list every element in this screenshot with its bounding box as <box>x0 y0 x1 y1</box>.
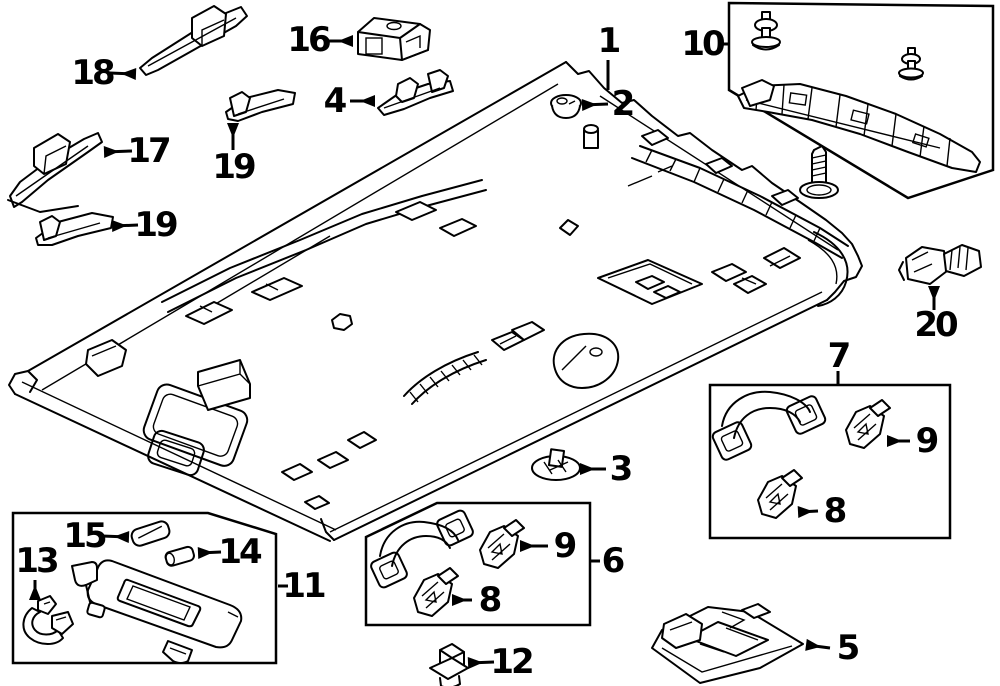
callout-3[interactable]: 3 <box>609 449 634 489</box>
callout-9-box6[interactable]: 9 <box>553 526 578 566</box>
part-15-drawing <box>130 520 171 547</box>
roof-rail-bracket-drawing <box>737 79 981 173</box>
grab-handle-drawing <box>711 390 827 461</box>
callout-14[interactable]: 14 <box>218 532 262 572</box>
callout-1[interactable]: 1 <box>597 21 622 61</box>
callout-16[interactable]: 16 <box>287 20 331 60</box>
panel-hole-icon <box>331 313 353 331</box>
callout-8-box6[interactable]: 8 <box>478 580 503 620</box>
callout-arrows <box>29 35 940 670</box>
callout-18[interactable]: 18 <box>71 53 115 93</box>
part-19-front-drawing <box>225 89 296 122</box>
callout-8-box7[interactable]: 8 <box>823 491 848 531</box>
callout-4[interactable]: 4 <box>323 81 348 121</box>
callout-19-front[interactable]: 19 <box>212 147 256 187</box>
sun-visor-drawing <box>71 559 243 664</box>
handle-bracket-drawing <box>845 399 891 449</box>
part-group-box-7 <box>708 383 952 540</box>
pushpin-clip-drawing <box>898 47 924 81</box>
part-4-drawing <box>377 69 454 116</box>
headliner-panel-drawing <box>8 61 863 542</box>
front-header-parts-drawing <box>85 339 377 510</box>
rear-opening-drawing <box>597 259 703 305</box>
left-roof-rail-drawing <box>161 179 487 325</box>
sunshade-pad-drawing <box>197 359 251 411</box>
part-19-side-drawing <box>35 212 114 246</box>
callout-7[interactable]: 7 <box>827 336 852 376</box>
grommet-post-drawing <box>583 124 599 149</box>
panel-hole-icon <box>559 219 579 236</box>
wiring-harness-drawing <box>403 321 545 405</box>
grab-handle-drawing <box>370 509 474 589</box>
pushpin-clip-drawing <box>751 11 781 51</box>
dome-bracket-drawing <box>552 332 620 389</box>
part-group-box-10 <box>727 1 995 200</box>
part-3-drawing <box>531 448 581 481</box>
callout-15[interactable]: 15 <box>63 516 107 556</box>
part-18-drawing <box>139 5 248 76</box>
part-5-drawing <box>651 603 804 684</box>
handle-bracket-drawing <box>479 519 525 569</box>
handle-bracket-drawing <box>413 567 459 617</box>
callout-10[interactable]: 10 <box>681 24 725 64</box>
part-group-box-11 <box>11 511 278 665</box>
callout-2[interactable]: 2 <box>611 84 636 124</box>
callout-20[interactable]: 20 <box>914 305 958 345</box>
part-16-drawing <box>357 17 431 61</box>
part-13-drawing <box>22 595 74 645</box>
part-14-drawing <box>164 545 195 567</box>
callout-11[interactable]: 11 <box>282 566 326 606</box>
callout-6[interactable]: 6 <box>601 541 626 581</box>
callout-17[interactable]: 17 <box>127 131 171 171</box>
part-12-drawing <box>429 643 469 686</box>
callout-5[interactable]: 5 <box>836 628 861 668</box>
part-17-drawing <box>7 132 103 213</box>
right-roof-rail-drawing <box>627 129 849 259</box>
screw-drawing <box>799 145 839 199</box>
part-20-drawing <box>898 244 982 285</box>
handle-bracket-drawing <box>757 469 803 519</box>
part-2-drawing <box>550 94 582 119</box>
callout-9-box7[interactable]: 9 <box>915 421 940 461</box>
part-group-box-6 <box>364 501 592 627</box>
rear-corner-parts-drawing <box>711 231 849 307</box>
callout-12[interactable]: 12 <box>490 642 534 682</box>
callout-19-side[interactable]: 19 <box>134 205 178 245</box>
callout-13[interactable]: 13 <box>15 541 59 581</box>
